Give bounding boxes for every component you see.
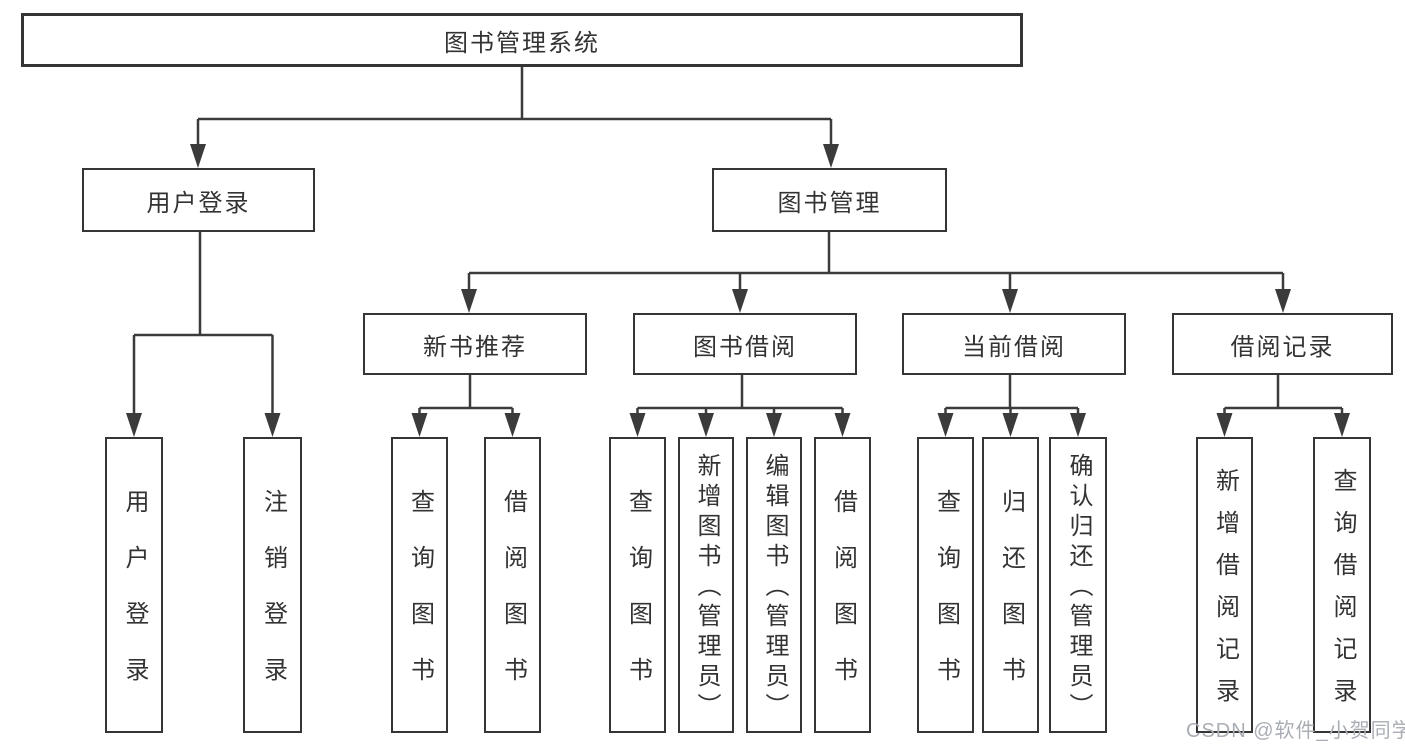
- leaf-label: 查询图书: [624, 489, 652, 713]
- leaf-label: 新增图书（管理员）: [693, 453, 720, 723]
- leaf-add-borrow-record: 新增借阅记录: [1196, 437, 1253, 733]
- leaf-edit-books-admin: 编辑图书（管理员）: [746, 437, 802, 733]
- leaf-query-books-borrowing: 查询图书: [609, 437, 666, 733]
- leaf-return-books: 归还图书: [982, 437, 1039, 733]
- leaf-user-login: 用户登录: [105, 437, 163, 733]
- leaf-label: 归还图书: [997, 489, 1025, 713]
- leaf-label: 借阅图书: [829, 489, 857, 713]
- leaf-label: 查询借阅记录: [1329, 468, 1356, 720]
- leaf-label: 查询图书: [406, 489, 434, 713]
- leaf-label: 编辑图书（管理员）: [761, 453, 788, 723]
- arrowheads: [126, 144, 1350, 437]
- node-borrow-records: 借阅记录: [1172, 313, 1393, 375]
- leaf-logout: 注销登录: [243, 437, 302, 733]
- node-library-management-system: 图书管理系统: [21, 13, 1023, 67]
- leaf-label: 注销登录: [259, 489, 287, 713]
- leaf-label: 查询图书: [932, 489, 960, 713]
- leaf-label: 确认归还（管理员）: [1065, 453, 1092, 723]
- leaf-borrow-books-borrowing: 借阅图书: [814, 437, 871, 733]
- leaf-query-books-newbook: 查询图书: [391, 437, 448, 733]
- leaf-query-borrow-record: 查询借阅记录: [1313, 437, 1371, 733]
- csdn-watermark: CSDN @软件_小贺同学: [1186, 720, 1405, 742]
- leaf-borrow-books-newbook: 借阅图书: [484, 437, 541, 733]
- node-book-management: 图书管理: [712, 168, 947, 232]
- leaf-label: 借阅图书: [499, 489, 527, 713]
- node-current-borrowing: 当前借阅: [902, 313, 1126, 375]
- node-user-login: 用户登录: [82, 168, 315, 232]
- leaf-label: 新增借阅记录: [1211, 468, 1239, 720]
- leaf-add-books-admin: 新增图书（管理员）: [678, 437, 734, 733]
- node-new-book-recommend: 新书推荐: [363, 313, 587, 375]
- leaf-query-books-current: 查询图书: [917, 437, 974, 733]
- node-book-borrowing: 图书借阅: [633, 313, 857, 375]
- leaf-label: 用户登录: [121, 489, 148, 713]
- leaf-confirm-return-admin: 确认归还（管理员）: [1049, 437, 1107, 733]
